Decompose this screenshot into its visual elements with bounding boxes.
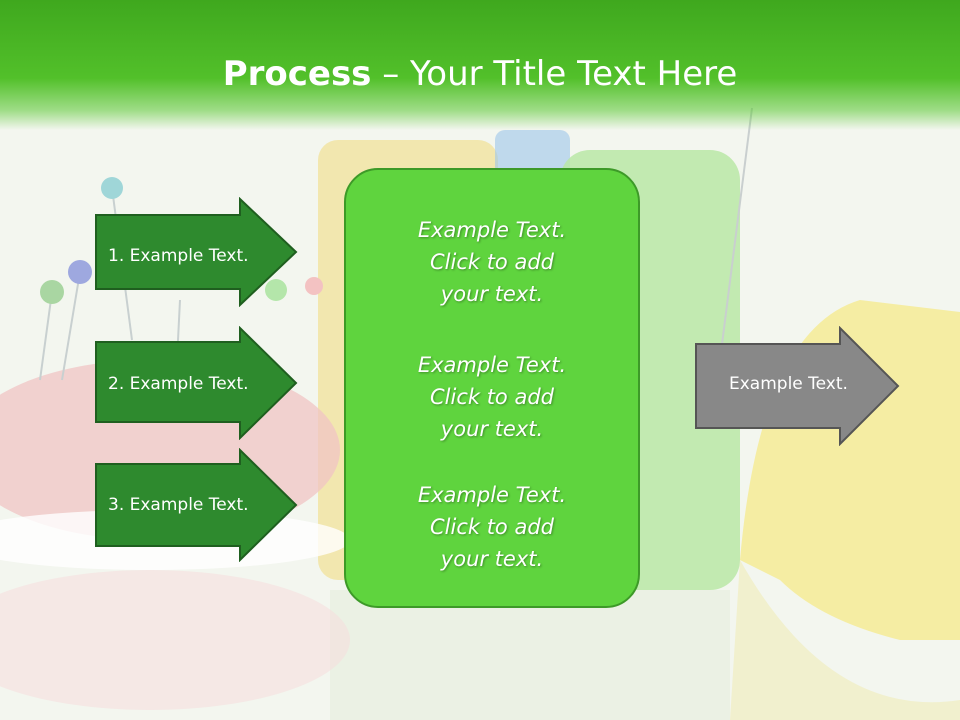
title-rest: – Your Title Text Here [371, 54, 738, 94]
paragraph-line: Click to add [429, 515, 554, 539]
left-arrow-1-label: 1. Example Text. [108, 246, 249, 266]
center-paragraph-3: Example Text. Click to add your text. [346, 479, 638, 575]
left-arrow-3[interactable] [94, 448, 298, 562]
paragraph-line: Click to add [429, 385, 554, 409]
left-arrow-3-label: 3. Example Text. [108, 495, 249, 515]
title-banner [0, 0, 960, 130]
paragraph-line: Example Text. [417, 353, 567, 377]
paragraph-line: your text. [440, 547, 544, 571]
title-bold: Process [222, 54, 372, 94]
paragraph-line: Example Text. [417, 218, 567, 242]
paragraph-line: your text. [440, 417, 544, 441]
right-arrow[interactable] [694, 326, 900, 446]
center-text-box[interactable]: Example Text. Click to add your text. Ex… [344, 168, 640, 608]
right-arrow-label: Example Text. [729, 374, 848, 394]
center-paragraph-2: Example Text. Click to add your text. [346, 349, 638, 445]
left-arrow-2[interactable] [94, 326, 298, 440]
paragraph-line: your text. [440, 282, 544, 306]
left-arrow-2-label: 2. Example Text. [108, 374, 249, 394]
paragraph-line: Click to add [429, 250, 554, 274]
paragraph-line: Example Text. [417, 483, 567, 507]
center-paragraph-1: Example Text. Click to add your text. [346, 214, 638, 310]
page-title[interactable]: Process – Your Title Text Here [0, 52, 960, 96]
left-arrow-1[interactable] [94, 197, 298, 307]
